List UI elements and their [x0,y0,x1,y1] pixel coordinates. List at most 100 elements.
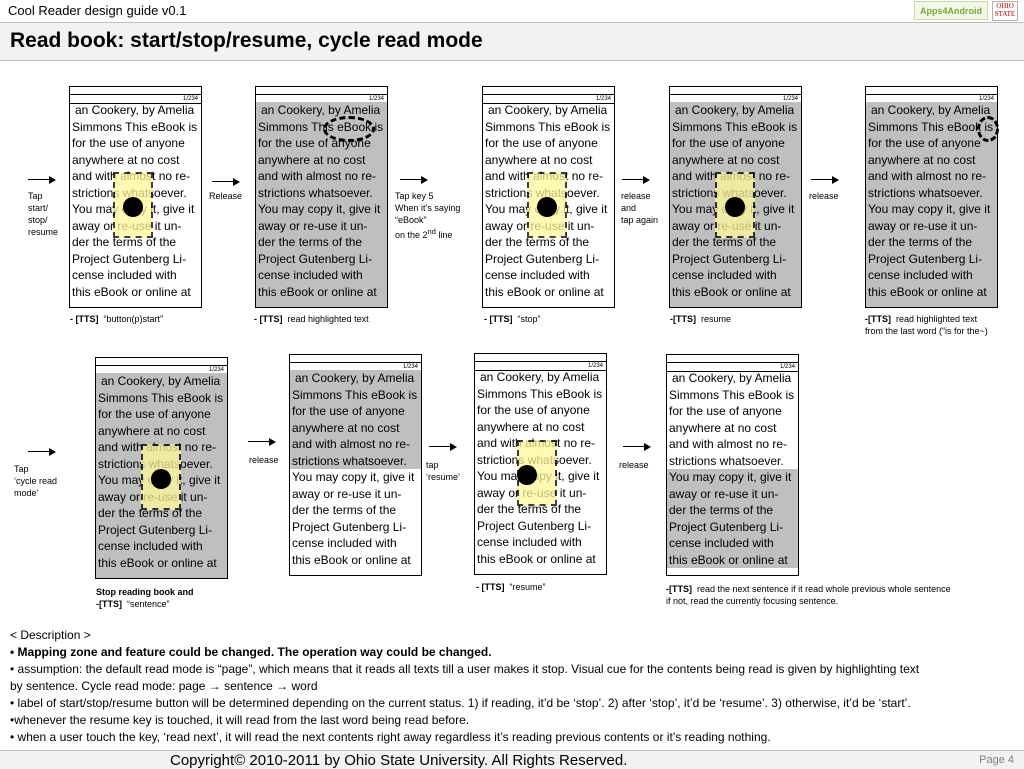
page-text-line: Simmons This eBook is [72,119,198,134]
page-text-line: an Cookery, by Amelia [488,103,608,117]
arrow-8 [429,443,457,451]
touch-point-1 [123,197,143,217]
page-text-line: an Cookery, by Amelia [672,371,792,385]
page-text-line: this eBook or online at [292,552,411,567]
page-text-line: cense included with [868,268,973,282]
description-bullet: • Mapping zone and feature could be chan… [10,645,492,659]
page-indicator: 1/234 [475,361,606,371]
page-text-line: and with almost no re- [258,169,377,183]
page-text-line: and with almost no re- [669,437,788,451]
page-text-line: anywhere at no cost [868,152,976,167]
page-text-line: this eBook or online at [672,284,791,299]
action-label-8: tap‘resume’ [426,460,461,482]
page-text-line: You may copy it, give it [667,469,798,486]
page-text-line: der the terms of the [485,235,590,249]
page-text-line: away or re-use it un- [292,486,402,501]
action-label-2: Release [209,191,243,201]
page-text-line: Simmons This eBook is [477,386,603,401]
top-bar: Cool Reader design guide v0.1 Apps4Andro… [0,0,1024,23]
page-text-line: for the use of anyone [72,136,185,150]
page-text-line: this eBook or online at [98,555,217,570]
arrow-4 [622,176,650,184]
action-label-7: release [249,455,279,465]
page-text-line: Simmons This eBook is [290,386,421,403]
page-text-line: Simmons This eBook is [868,119,994,134]
page-text-line: cense included with [98,539,203,553]
copyright: Copyright© 2010-2011 by Ohio State Unive… [170,752,628,769]
arrow-2 [212,178,240,186]
arrow-7 [248,438,276,446]
page-text-line: Simmons This eBook is [669,387,795,402]
page-text-line: Project Gutenberg Li- [477,518,592,533]
description-bullet: • when a user touch the key, ‘read next’… [10,730,771,744]
page-text-line: anywhere at no cost [290,419,421,436]
page-text-line: anywhere at no cost [98,423,206,438]
page-text-line: der the terms of the [292,503,397,517]
title-bar: Read book: start/stop/resume, cycle read… [0,23,1024,61]
page-text-line: der the terms of the [672,235,777,249]
page-text-line: this eBook or online at [868,284,987,299]
page-text-line: You may copy it, give it [258,202,381,216]
page-text-line: anywhere at no cost [485,152,593,167]
document-title: Cool Reader design guide v0.1 [8,3,187,18]
page-text-line: for the use of anyone [669,404,782,418]
caption-6: Stop reading book and-[TTS] “sentence” [96,587,194,609]
description: < Description > • Mapping zone and featu… [10,627,1018,746]
description-bullet: • label of start/stop/resume button will… [10,696,911,710]
caption-1: - [TTS] “button(p)start” [70,314,164,324]
caption-8: -[TTS] read the next sentence if it read… [666,584,951,606]
page-text-line: away or re-use it un- [868,218,978,233]
page-text-line: Project Gutenberg Li- [98,522,213,537]
description-bullet: • assumption: the default read mode is “… [10,662,920,676]
page-text-line: Project Gutenberg Li- [72,251,187,266]
page-text-line: an Cookery, by Amelia [101,374,221,388]
arrow-5 [811,176,839,184]
description-bullet: by sentence. Cycle read mode: page → sen… [10,679,318,693]
page-text-line: You may copy it, give it [868,202,991,216]
page-text-line: this eBook or online at [72,284,191,299]
page-indicator: 1/234 [70,94,201,104]
logos: Apps4Android OHIO STATE [914,0,1020,21]
arrow-9 [623,443,651,451]
page-text-line: der the terms of the [667,502,798,519]
page-text-line: anywhere at no cost [258,152,366,167]
page-text-line: cense included with [292,536,397,550]
page-text-line: der the terms of the [868,235,973,249]
page-text-line: Project Gutenberg Li- [868,251,983,266]
page-text-line: this eBook or online at [667,551,798,568]
page-text-line: for the use of anyone [485,136,598,150]
touch-point-6 [151,469,171,489]
slide-title: Read book: start/stop/resume, cycle read… [10,29,483,52]
page-text-line: der the terms of the [72,235,177,249]
page-text-line: Simmons This eBook is [672,119,798,134]
caption-3: - [TTS] “stop” [484,314,541,324]
page-text-line: der the terms of the [258,235,363,249]
page-number: Page 4 [979,754,1014,766]
page-text-line: cense included with [258,268,363,282]
focus-word-ellipse-1 [323,116,375,142]
touch-point-4 [725,197,745,217]
page-text-line: and with almost no re- [290,436,421,453]
page-text-line: strictions whatsoever. [258,185,373,200]
page-text-line: Project Gutenberg Li- [667,518,798,535]
page-text-line: Simmons This eBook is [98,390,224,405]
touch-point-8 [517,465,537,485]
touch-point-3 [537,197,557,217]
page-text-line: an Cookery, by Amelia [480,370,600,384]
apps4android-logo: Apps4Android [914,1,988,20]
page-text-line: cense included with [72,268,177,282]
caption-7: - [TTS] “resume” [476,582,546,592]
page-indicator: 1/234 [667,362,798,372]
